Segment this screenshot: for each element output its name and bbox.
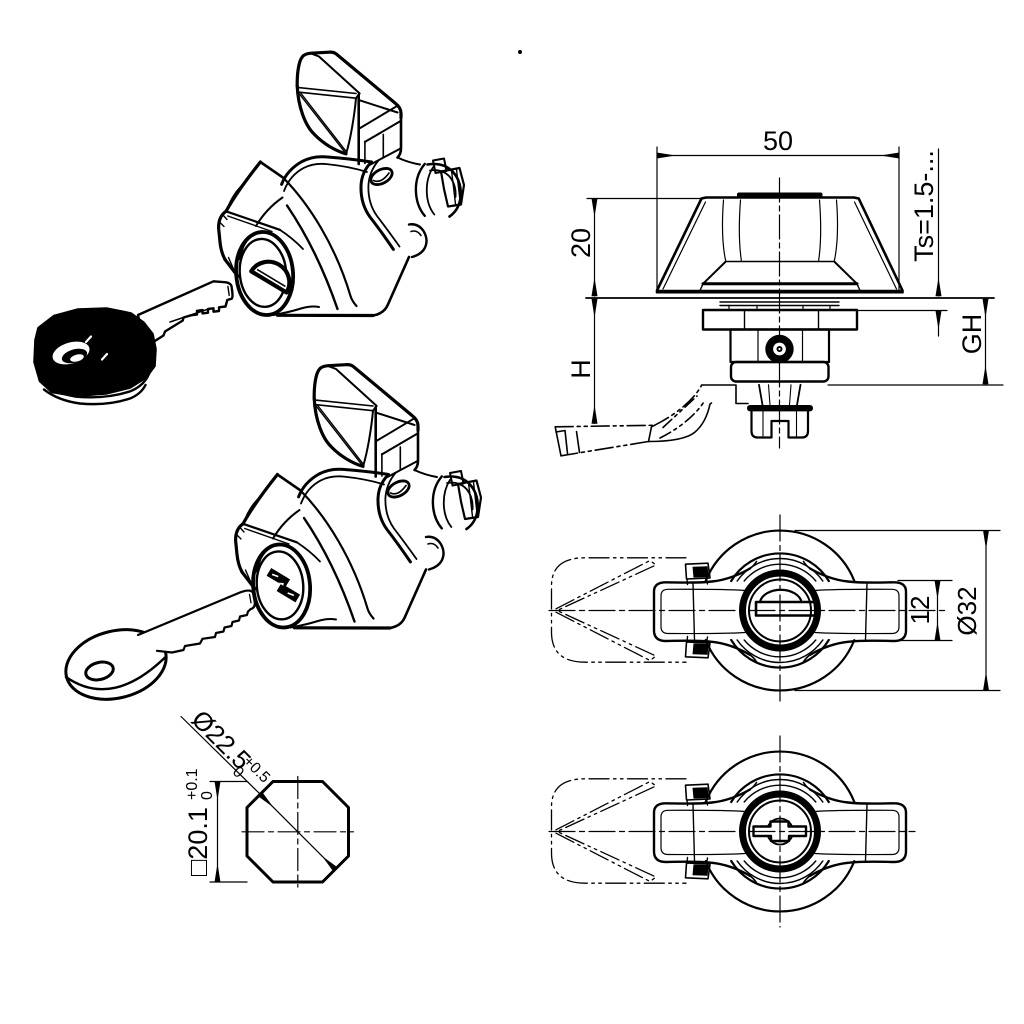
- svg-text:Ø32: Ø32: [952, 586, 982, 635]
- svg-text:50: 50: [763, 126, 793, 156]
- svg-text:20: 20: [566, 228, 596, 258]
- svg-text:H: H: [566, 359, 596, 379]
- svg-text:12: 12: [905, 596, 935, 625]
- svg-text:0: 0: [199, 791, 216, 800]
- svg-text:+0.1: +0.1: [184, 768, 201, 800]
- svg-text:GH: GH: [957, 314, 987, 355]
- svg-text:□20.1: □20.1: [183, 807, 213, 876]
- svg-text:Ts=1.5-...: Ts=1.5-...: [909, 150, 939, 262]
